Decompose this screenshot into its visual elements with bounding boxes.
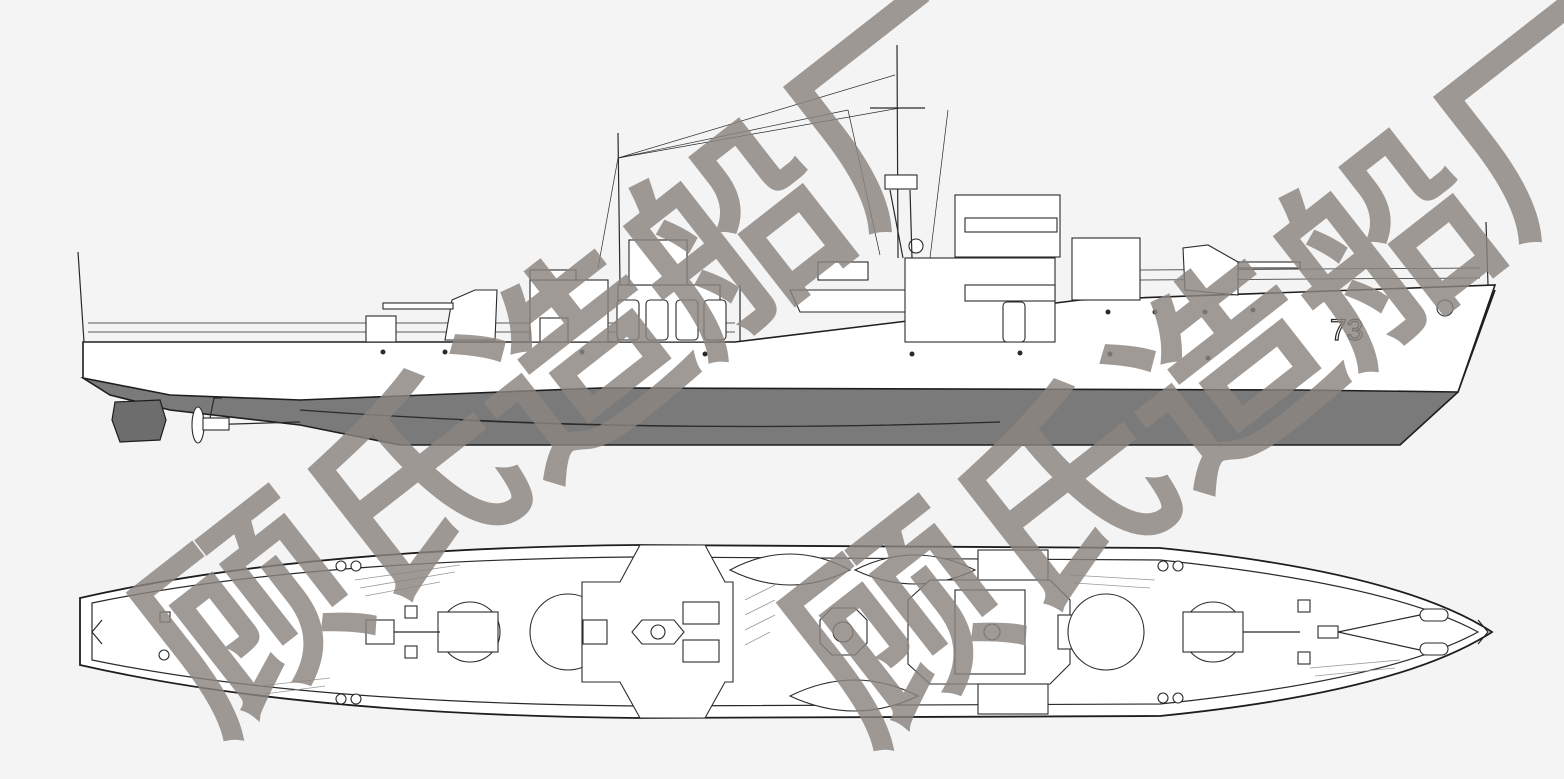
hull-number: 73 [1330, 314, 1363, 347]
bollards [158, 560, 1311, 705]
rudder [111, 399, 167, 443]
boats-plan [728, 553, 977, 712]
side-profile-view: 73 [77, 44, 1497, 446]
bridge-superstructure [904, 194, 1141, 343]
portholes [380, 307, 1256, 361]
propeller [191, 397, 301, 444]
aft-deckhouse-plan [529, 544, 734, 719]
anchor-hawse [1436, 299, 1454, 317]
bilge-keel [299, 409, 1001, 428]
ships-boat [739, 261, 916, 342]
foremast [870, 44, 925, 259]
aft-gun-plan [365, 601, 501, 663]
jackstaff [1485, 221, 1489, 286]
deck-hatching [259, 564, 1401, 695]
deck-outline [79, 544, 1494, 719]
deck-plan-view [79, 544, 1494, 719]
bridge-plan [907, 549, 1081, 715]
rigging [597, 74, 949, 269]
aft-superstructure [529, 239, 727, 343]
anchor-gear [91, 608, 1489, 656]
aft-gun-mount [365, 289, 498, 343]
forward-gun-plan [1067, 593, 1300, 671]
main-mast [617, 132, 621, 286]
funnel-plan [819, 607, 868, 656]
forward-gun-mount [1182, 244, 1301, 296]
stern-flagstaff [77, 251, 85, 343]
